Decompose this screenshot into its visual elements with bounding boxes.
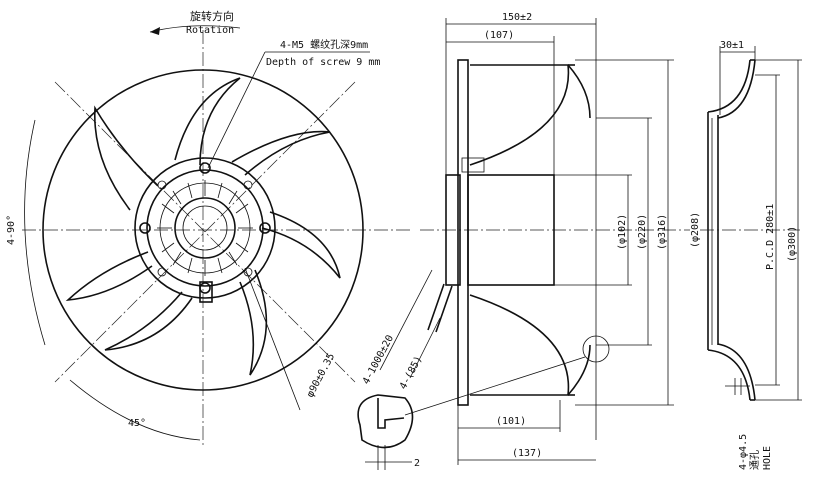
- front-view: 旋转方向 Rotation 4-M5 螺纹孔深9mm Depth of scre…: [6, 9, 410, 445]
- angle-90-label: 4-90°: [6, 215, 17, 245]
- front-diagonal-centerline-2: [54, 81, 356, 383]
- side-lower-shroud: [469, 294, 570, 396]
- cable-gland: [199, 281, 213, 303]
- dim-150-label: 150±2: [502, 12, 532, 23]
- dim-107-label: (107): [484, 30, 514, 41]
- hole-dim-label: 4-φ4.5: [738, 434, 749, 470]
- side-upper-inlet: [567, 64, 591, 119]
- impeller-blade: [261, 211, 341, 279]
- dim-208-label: (φ208): [690, 212, 701, 248]
- side-cable: [427, 283, 445, 331]
- hub-mount-hole: [243, 180, 253, 190]
- ring-top-curve: [707, 59, 751, 113]
- side-motor-flange: [445, 174, 461, 286]
- impeller-blade: [231, 130, 331, 176]
- dim-137-label: (137): [512, 448, 542, 459]
- rotation-label-en: Rotation: [186, 25, 234, 36]
- dim-220-label: (φ220): [637, 214, 648, 250]
- hub-middle-circle: [146, 169, 264, 287]
- front-diagonal-centerline-1: [54, 81, 356, 383]
- side-mount-bracket: [461, 157, 485, 173]
- hole-label-en: HOLE: [762, 446, 773, 470]
- rotation-label-cn: 旋转方向: [190, 9, 234, 23]
- dim-cable-label: 4-1000±20: [361, 333, 396, 386]
- hub-screw-hole: [199, 282, 211, 294]
- pcd-280-label: P.C.D 280±1: [765, 204, 776, 270]
- rotation-arrow-head: [150, 27, 160, 35]
- hub-mount-hole: [157, 267, 167, 277]
- dim-316-label: (φ316): [657, 214, 668, 250]
- side-motor-body: [467, 174, 555, 286]
- detail-view-outline: [357, 394, 414, 449]
- pcd-90-dim-line: [244, 267, 301, 411]
- screw-spec-cn: 4-M5 螺纹孔深9mm: [280, 38, 368, 51]
- side-lower-inlet: [567, 344, 591, 396]
- ring-top-curve-2: [717, 59, 756, 119]
- hub-cooling-fins: [157, 180, 253, 276]
- dim-102-label: (φ102): [617, 214, 628, 250]
- hub-inner-circle: [174, 197, 236, 259]
- dim-101-label: (101): [496, 416, 526, 427]
- screw-leader-line: [207, 51, 266, 169]
- impeller-blade: [65, 251, 153, 302]
- angle-90-arc: [24, 119, 46, 346]
- hub-core-circle: [182, 205, 228, 251]
- impeller-blade: [104, 291, 193, 351]
- detail-view-section: [377, 398, 405, 429]
- ring-bottom-curve: [707, 349, 751, 401]
- dim-300-label: (φ300): [787, 226, 798, 262]
- angle-45-label: 45°: [128, 418, 146, 429]
- angle-45-arc: [69, 379, 201, 441]
- detail-leader: [404, 356, 586, 416]
- hub-outer-circle: [134, 157, 276, 299]
- impeller-blade: [239, 269, 268, 376]
- dim-30-label: 30±1: [720, 40, 744, 51]
- ring-view: 30±1 (φ208) P.C.D 280±1 (φ300) 4-φ4.5 通孔…: [690, 40, 802, 470]
- screw-spec-en: Depth of screw 9 mm: [266, 57, 380, 68]
- hub-mount-hole: [157, 180, 167, 190]
- side-upper-shroud: [469, 64, 570, 166]
- side-view: 150±2 (107) (φ102) (φ220) (φ316) 4-1000±…: [357, 12, 690, 470]
- dim-85-label: 4-(85): [398, 354, 425, 391]
- pcd-90-label: φ90±0.35: [305, 352, 337, 400]
- detail-2-label: 2: [414, 458, 420, 469]
- impeller-blade: [174, 77, 241, 166]
- impeller-outer-circle: [42, 69, 364, 391]
- impeller-blade: [93, 105, 159, 211]
- hub-screw-hole: [199, 162, 211, 174]
- hub-screw-hole: [139, 222, 151, 234]
- hub-screw-hole: [259, 222, 271, 234]
- ring-bottom-curve-2: [717, 343, 756, 401]
- hub-pcd-circle: [159, 182, 251, 274]
- hole-label-cn: 通孔: [749, 450, 761, 470]
